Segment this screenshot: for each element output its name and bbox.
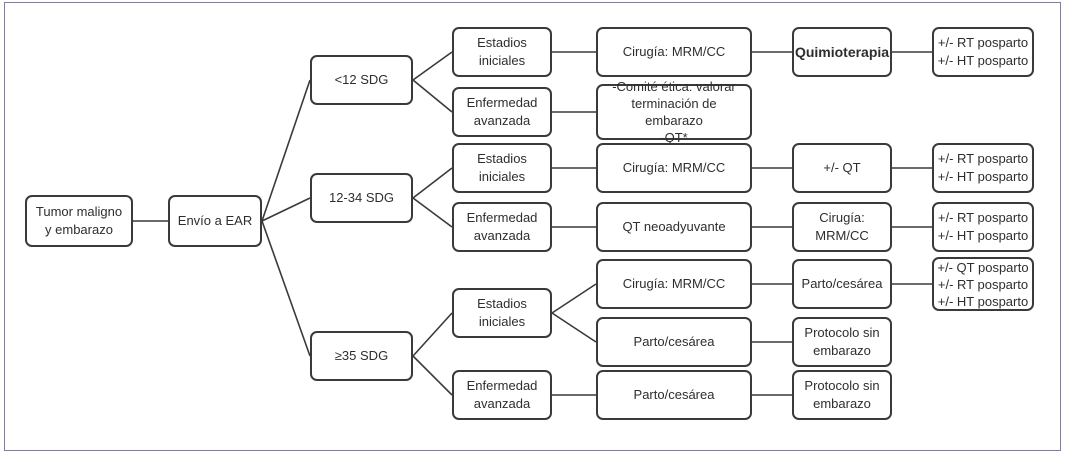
node-referral: Envío a EAR [168, 195, 262, 247]
node-mid-postpartum2: +/- RT posparto +/- HT posparto [932, 202, 1034, 252]
node-ge35-early: Estadios iniciales [452, 288, 552, 338]
node-ga-ge35: ≥35 SDG [310, 331, 413, 381]
node-ge35-protocol2: Protocolo sin embarazo [792, 370, 892, 420]
node-mid-surgery2: Cirugía: MRM/CC [792, 202, 892, 252]
connector [412, 51, 453, 81]
connector [551, 312, 597, 343]
node-mid-surgery: Cirugía: MRM/CC [596, 143, 752, 193]
node-mid-qt: +/- QT [792, 143, 892, 193]
node-lt12-surgery: Cirugía: MRM/CC [596, 27, 752, 77]
node-root: Tumor maligno y embarazo [25, 195, 133, 247]
node-ga-12-34: 12-34 SDG [310, 173, 413, 223]
connector [412, 197, 453, 228]
node-ge35-protocol1: Protocolo sin embarazo [792, 317, 892, 367]
connector [412, 355, 453, 396]
connector [261, 220, 311, 357]
node-lt12-early: Estadios iniciales [452, 27, 552, 77]
node-mid-advanced: Enfermedad avanzada [452, 202, 552, 252]
node-ge35-delivery2: Parto/cesárea [596, 370, 752, 420]
node-mid-early: Estadios iniciales [452, 143, 552, 193]
node-mid-neoadjuvant: QT neoadyuvante [596, 202, 752, 252]
connector [261, 197, 311, 222]
connector [412, 79, 453, 113]
node-ge35-delivery1: Parto/cesárea [596, 317, 752, 367]
node-ge35-postpartum: +/- QT posparto +/- RT posparto +/- HT p… [932, 257, 1034, 311]
node-ge35-advanced: Enfermedad avanzada [452, 370, 552, 420]
connector [261, 79, 311, 222]
connector [412, 312, 453, 357]
node-lt12-advanced: Enfermedad avanzada [452, 87, 552, 137]
node-lt12-chemo: Quimioterapia [792, 27, 892, 77]
connector [412, 167, 453, 199]
node-mid-postpartum1: +/- RT posparto +/- HT posparto [932, 143, 1034, 193]
node-ge35-delivery-after-surgery: Parto/cesárea [792, 259, 892, 309]
connector [551, 283, 597, 314]
node-lt12-postpartum: +/- RT posparto +/- HT posparto [932, 27, 1034, 77]
node-ge35-surgery: Cirugía: MRM/CC [596, 259, 752, 309]
node-lt12-ethics: -Comité ética: valorar terminación de em… [596, 79, 752, 145]
node-ga-lt12: <12 SDG [310, 55, 413, 105]
